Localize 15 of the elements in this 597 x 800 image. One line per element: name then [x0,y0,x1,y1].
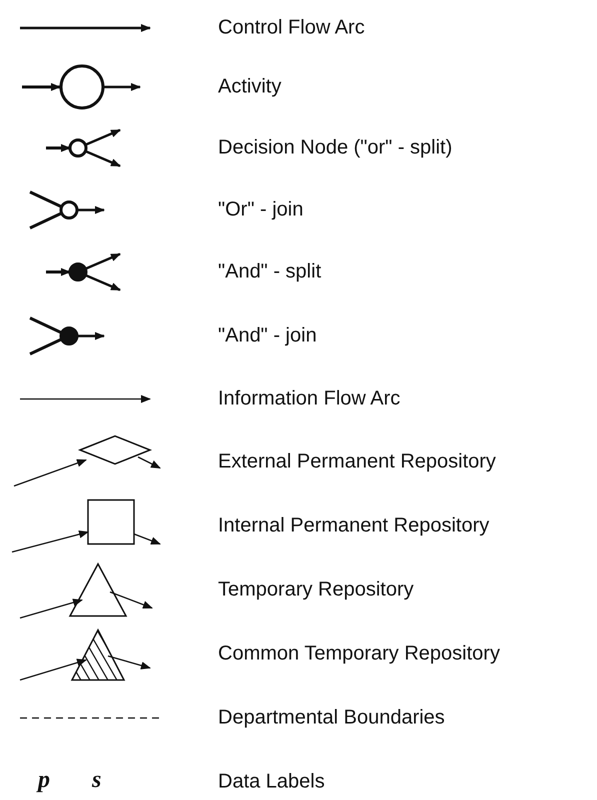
legend-text: Control Flow Arc [218,16,365,40]
legend-text: External Permanent Repository [218,450,496,474]
legend-text: "And" - split [218,260,322,284]
legend-text: Activity [218,76,282,98]
legend-text: Data Labels [218,770,325,794]
legend-text: Common Temporary Repository [218,642,500,666]
data-label-letter: p [38,767,50,794]
legend-text: Information Flow Arc [218,388,400,410]
legend-text: Internal Permanent Repository [218,514,490,538]
legend-text: Departmental Boundaries [218,706,445,730]
legend-text: "Or" - join [218,198,304,222]
legend-text: Temporary Repository [218,578,414,602]
legend-text: "And" - join [218,324,317,348]
legend-text: Decision Node ("or" - split) [218,136,452,160]
data-label-letter: s [92,767,102,794]
